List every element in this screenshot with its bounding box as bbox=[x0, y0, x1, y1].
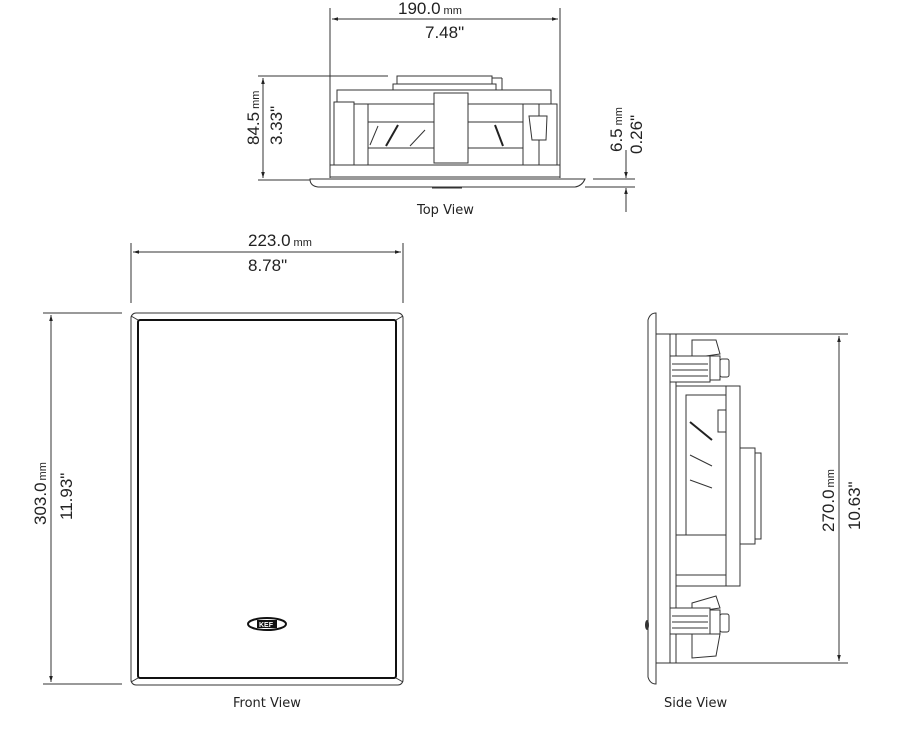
top-view-caption: Top View bbox=[416, 203, 474, 218]
top-depth-mm: 84.5mm bbox=[244, 91, 263, 145]
top-view-speaker bbox=[309, 75, 586, 189]
front-height-inch: 11.93" bbox=[57, 473, 76, 520]
side-height-inch: 10.63" bbox=[845, 481, 864, 530]
front-width-inch: 8.78" bbox=[248, 256, 287, 275]
front-grille bbox=[130, 312, 404, 686]
top-width-inch: 7.48" bbox=[425, 23, 464, 42]
front-view-caption: Front View bbox=[233, 696, 301, 711]
side-view-caption: Side View bbox=[664, 696, 727, 711]
top-depth-inch: 3.33" bbox=[267, 106, 286, 145]
top-flange-mm: 6.5mm bbox=[607, 107, 626, 152]
kef-logo: KEF bbox=[247, 617, 287, 631]
side-view: 270.0mm 10.63" bbox=[645, 312, 864, 711]
side-height-mm: 270.0mm bbox=[819, 469, 838, 532]
front-height-mm: 303.0mm bbox=[31, 462, 50, 525]
side-view-speaker bbox=[645, 312, 762, 685]
svg-text:KEF: KEF bbox=[259, 622, 274, 629]
top-flange-inch: 0.26" bbox=[627, 115, 646, 154]
